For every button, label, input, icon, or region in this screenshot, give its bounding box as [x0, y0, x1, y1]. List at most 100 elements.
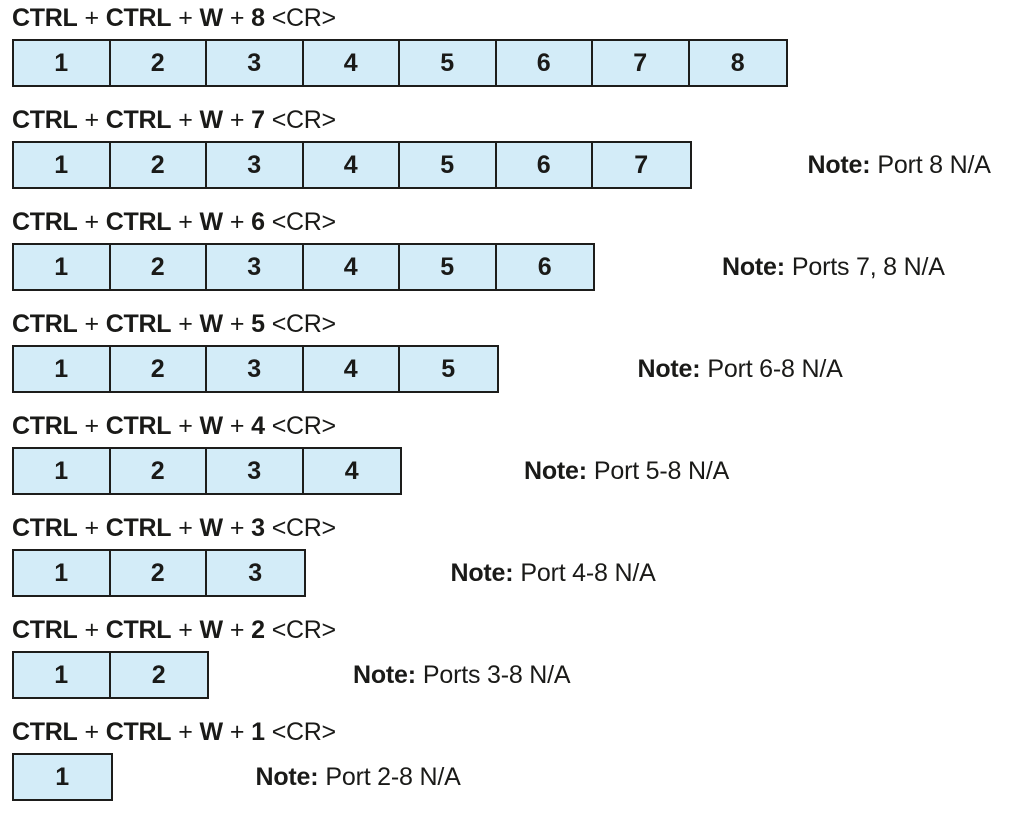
key-number: 1 [251, 718, 265, 746]
note-text: Ports 7, 8 N/A [791, 252, 945, 281]
port-diagram-row: 1 2 3 4 5 Note: Port 6-8 N/A [0, 345, 1015, 393]
port-cell: 5 [441, 354, 456, 383]
port-cell: 4 [304, 347, 400, 391]
port-cell: 3 [207, 143, 304, 187]
key-ctrl-1: CTRL [12, 208, 78, 236]
key-ctrl-1: CTRL [12, 310, 78, 338]
port-cell: 2 [111, 41, 207, 85]
plus-operator: + [229, 4, 245, 32]
plus-operator: + [229, 208, 245, 236]
note-label: Note: [450, 558, 514, 587]
command-label: CTRL + CTRL + W + 4 <CR> [12, 413, 1015, 440]
port-diagram-row: 1 2 3 4 5 6 Note: Ports 7, 8 N/A [0, 243, 1015, 291]
note-label: Note: [353, 660, 416, 689]
plus-operator: + [84, 310, 99, 338]
port-cell: 1 [14, 653, 111, 697]
command-group-w1: CTRL + CTRL + W + 1 <CR> 1 Note: Port 2-… [0, 719, 1015, 801]
note-label: Note: [255, 762, 319, 791]
note: Note: Ports 7, 8 N/A [722, 253, 945, 282]
key-ctrl-2: CTRL [105, 106, 172, 134]
plus-operator: + [84, 106, 99, 134]
command-label: CTRL + CTRL + W + 3 <CR> [12, 515, 1015, 542]
command-group-w2: CTRL + CTRL + W + 2 <CR> 1 2 Note: Ports… [0, 617, 1015, 699]
port-cell: 6 [497, 143, 593, 187]
note: Note: Port 4-8 N/A [451, 559, 656, 588]
plus-operator: + [229, 616, 245, 644]
key-w: W [199, 4, 224, 32]
plus-operator: + [229, 412, 245, 440]
command-group-w4: CTRL + CTRL + W + 4 <CR> 1 2 3 4 Note: P… [0, 413, 1015, 495]
plus-operator: + [178, 4, 193, 32]
port-cell: 2 [111, 449, 207, 493]
command-label: CTRL + CTRL + W + 5 <CR> [12, 311, 1015, 338]
port-cell: 1 [14, 41, 111, 85]
command-label: CTRL + CTRL + W + 7 <CR> [12, 107, 1015, 134]
note-text: Port 2-8 N/A [325, 762, 461, 791]
port-cell: 3 [207, 245, 304, 289]
plus-operator: + [84, 412, 99, 440]
port-row: 1 2 [12, 651, 209, 699]
plus-operator: + [178, 514, 193, 542]
port-row: 1 2 3 4 5 [12, 345, 499, 393]
carriage-return-label: <CR> [271, 106, 336, 134]
key-ctrl-2: CTRL [105, 412, 172, 440]
note-text: Port 6-8 N/A [707, 354, 843, 383]
note-label: Note: [722, 252, 785, 281]
plus-operator: + [84, 616, 99, 644]
port-cell: 2 [111, 245, 207, 289]
command-group-w8: CTRL + CTRL + W + 8 <CR> 1 2 3 4 5 6 7 8 [0, 5, 1015, 87]
port-cell: 8 [730, 48, 745, 77]
port-cell: 3 [207, 347, 304, 391]
key-w: W [199, 208, 224, 236]
plus-operator: + [178, 310, 193, 338]
port-cell: 1 [14, 449, 111, 493]
carriage-return-label: <CR> [271, 616, 336, 644]
port-cell: 1 [14, 347, 111, 391]
port-cell: 2 [151, 660, 166, 689]
plus-operator: + [229, 106, 245, 134]
carriage-return-label: <CR> [271, 310, 336, 338]
note-label: Note: [637, 354, 701, 383]
carriage-return-label: <CR> [271, 208, 336, 236]
key-ctrl-1: CTRL [12, 4, 78, 32]
key-ctrl-2: CTRL [105, 718, 172, 746]
port-cell: 5 [400, 245, 497, 289]
port-diagram-row: 1 2 Note: Ports 3-8 N/A [0, 651, 1015, 699]
command-label: CTRL + CTRL + W + 2 <CR> [12, 617, 1015, 644]
command-group-w6: CTRL + CTRL + W + 6 <CR> 1 2 3 4 5 6 Not… [0, 209, 1015, 291]
key-ctrl-1: CTRL [12, 514, 78, 542]
note-text: Ports 3-8 N/A [422, 660, 571, 689]
key-w: W [199, 718, 224, 746]
note-text: Port 4-8 N/A [520, 558, 656, 587]
key-number: 3 [251, 514, 265, 542]
plus-operator: + [178, 106, 193, 134]
port-cell: 4 [304, 245, 400, 289]
note-label: Note: [524, 456, 587, 485]
port-cell: 7 [593, 41, 690, 85]
port-cell: 4 [344, 456, 359, 485]
port-cell: 3 [207, 449, 304, 493]
note-text: Port 5-8 N/A [593, 456, 730, 485]
note: Note: Port 5-8 N/A [524, 457, 729, 486]
plus-operator: + [229, 718, 245, 746]
port-cell: 6 [497, 41, 593, 85]
port-row: 1 2 3 4 5 6 7 8 [12, 39, 788, 87]
plus-operator: + [84, 208, 99, 236]
plus-operator: + [84, 718, 99, 746]
port-cell: 3 [248, 558, 263, 587]
plus-operator: + [229, 514, 245, 542]
port-cell: 5 [400, 143, 497, 187]
port-cell: 4 [304, 143, 400, 187]
port-cell: 4 [304, 41, 400, 85]
note-text: Port 8 N/A [877, 150, 991, 179]
key-ctrl-2: CTRL [105, 514, 172, 542]
key-ctrl-1: CTRL [12, 718, 78, 746]
port-diagram-row: 1 2 3 4 Note: Port 5-8 N/A [0, 447, 1015, 495]
command-group-w5: CTRL + CTRL + W + 5 <CR> 1 2 3 4 5 Note:… [0, 311, 1015, 393]
plus-operator: + [229, 310, 245, 338]
port-row: 1 2 3 4 5 6 [12, 243, 595, 291]
port-cell: 2 [111, 143, 207, 187]
note: Note: Port 8 N/A [808, 151, 991, 180]
command-label: CTRL + CTRL + W + 6 <CR> [12, 209, 1015, 236]
plus-operator: + [178, 208, 193, 236]
